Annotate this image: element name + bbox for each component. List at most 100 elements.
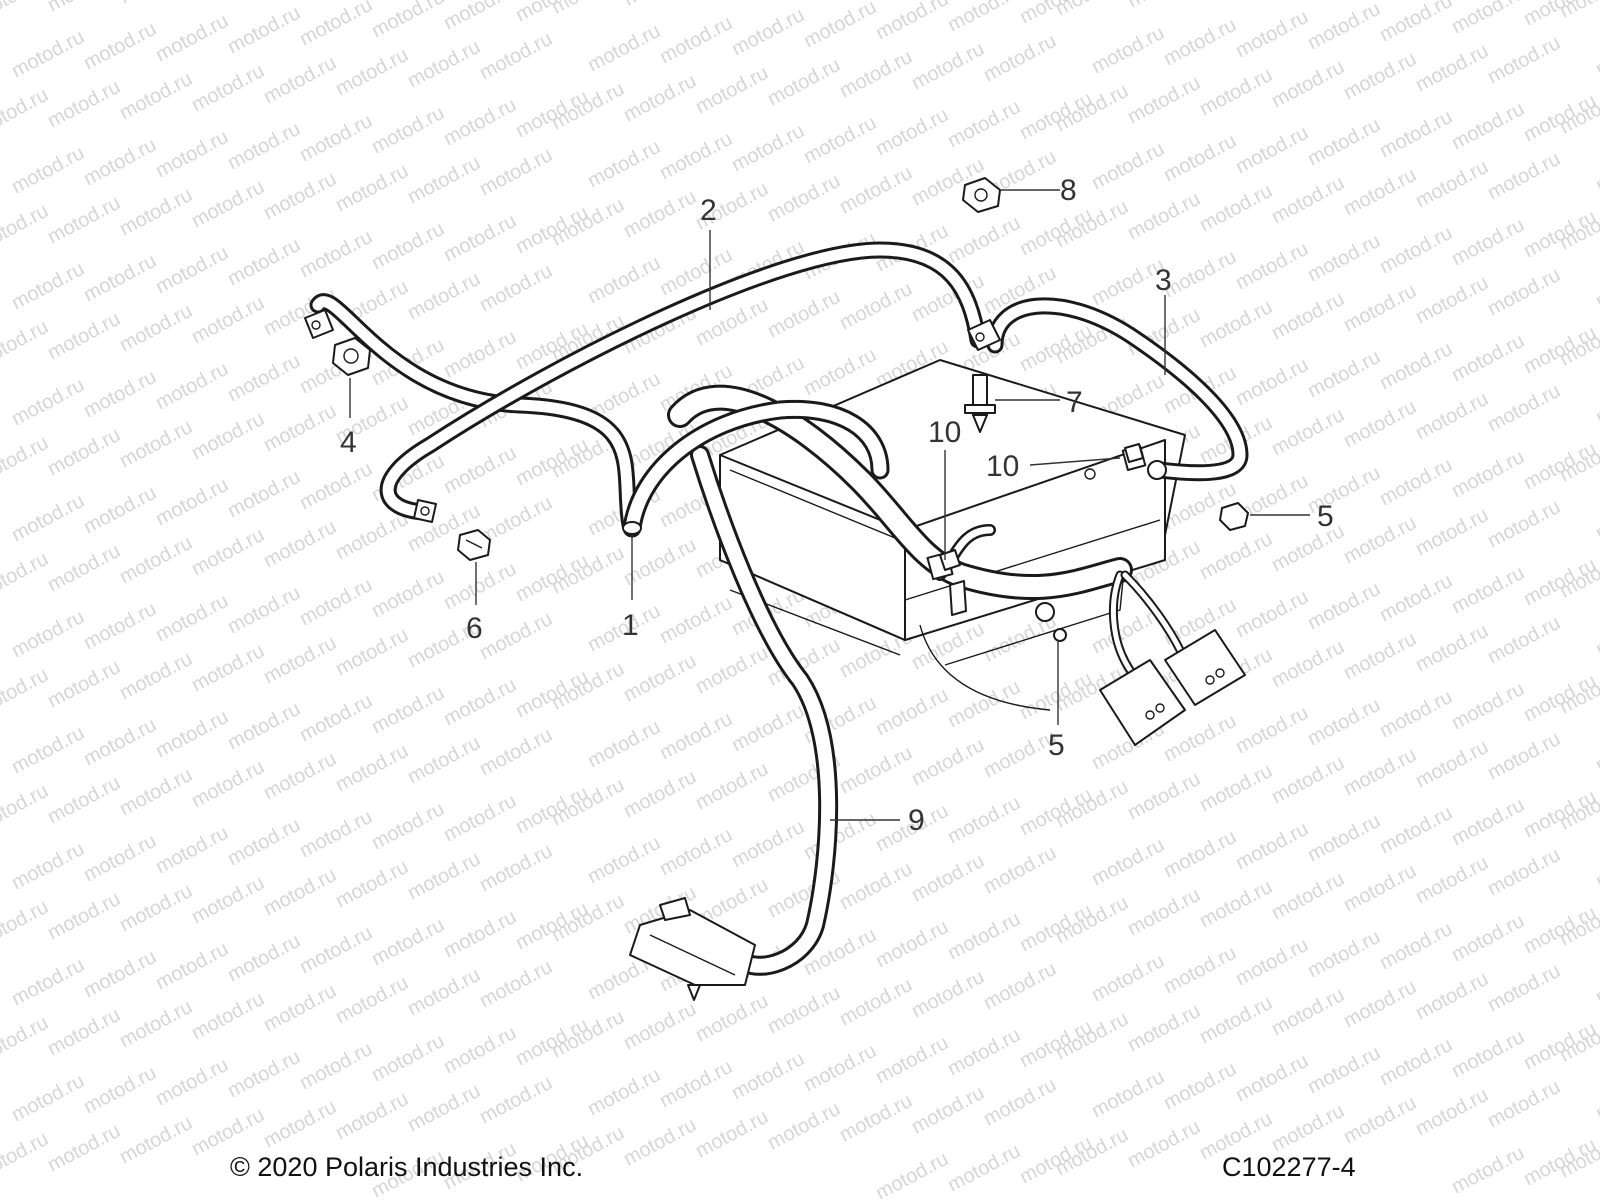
watermark-text: motod.ru [620,650,700,706]
watermark-text: motod.ru [80,18,160,74]
stud-7 [964,374,996,433]
watermark-text: motod.ru [332,1088,412,1144]
watermark-text: motod.ru [584,252,664,308]
watermark-text: motod.ru [836,162,916,218]
watermark-text: motod.ru [872,916,952,972]
watermark-text: motod.ru [1196,876,1276,932]
watermark-text: motod.ru [224,698,304,754]
watermark-text: motod.ru [728,816,808,872]
connector-9 [629,897,756,1001]
watermark-text: motod.ru [1448,562,1528,618]
watermark-text: motod.ru [404,36,484,92]
watermark-text: motod.ru [620,186,700,242]
watermark-text: motod.ru [368,102,448,158]
watermark-text: motod.ru [800,1040,880,1096]
watermark-text: motod.ru [8,1070,88,1126]
watermark-text: motod.ru [1304,346,1384,402]
watermark-text: motod.ru [1196,528,1276,584]
watermark-text: motod.ru [116,880,196,936]
watermark-text: motod.ru [404,1080,484,1136]
watermark-text: motod.ru [656,12,736,68]
watermark-text: motod.ru [1304,0,1384,54]
watermark-text: motod.ru [620,0,700,10]
watermark-text: motod.ru [1124,1000,1204,1056]
watermark-text: motod.ru [1196,992,1276,1048]
watermark-text: motod.ru [1160,826,1240,882]
watermark-text: motod.ru [1340,164,1420,220]
watermark-text: motod.ru [80,366,160,422]
watermark-text: motod.ru [188,408,268,464]
watermark-text: motod.ru [1268,868,1348,924]
watermark-text: motod.ru [8,490,88,546]
watermark-text: motod.ru [836,742,916,798]
watermark-text: motod.ru [1304,1042,1384,1098]
watermark-text: motod.ru [404,848,484,904]
watermark-text: motod.ru [188,872,268,928]
watermark-text: motod.ru [1376,802,1456,858]
watermark-text: motod.ru [1124,1116,1204,1172]
watermark-text: motod.ru [8,954,88,1010]
watermark-text: motod.ru [1448,98,1528,154]
watermark-text: motod.ru [1268,56,1348,112]
watermark-text: motod.ru [908,966,988,1022]
watermark-text: motod.ru [188,60,268,116]
watermark-text: motod.ru [260,400,340,456]
watermark-text: motod.ru [1268,1100,1348,1156]
watermark-text: motod.ru [764,170,844,226]
watermark-text: motod.ru [80,134,160,190]
watermark-text: motod.ru [152,822,232,878]
watermark-text: motod.ru [440,1022,520,1078]
watermark-text: motod.ru [1268,288,1348,344]
watermark-text: motod.ru [1376,0,1456,46]
watermark-text: motod.ru [1376,454,1456,510]
watermark-text: motod.ru [1088,950,1168,1006]
watermark-text: motod.ru [8,142,88,198]
watermark-text: motod.ru [1124,188,1204,244]
watermark-text: motod.ru [44,772,124,828]
watermark-text: motod.ru [584,1064,664,1120]
watermark-text: motod.ru [1448,910,1528,966]
watermark-text: motod.ru [1088,22,1168,78]
watermark-text: motod.ru [296,226,376,282]
watermark-text: motod.ru [1340,744,1420,800]
watermark-text: motod.ru [692,990,772,1046]
watermark-text: motod.ru [44,656,124,712]
watermark-text: motod.ru [332,972,412,1028]
watermark-text: motod.ru [764,54,844,110]
watermark-text: motod.ru [836,858,916,914]
watermark-text: motod.ru [80,250,160,306]
watermark-text: motod.ru [584,136,664,192]
watermark-text: motod.ru [872,0,952,44]
cable-1 [622,399,890,538]
watermark-text: motod.ru [44,1120,124,1176]
watermark-text: motod.ru [764,286,844,342]
watermark-text: motod.ru [296,1038,376,1094]
watermark-text: motod.ru [80,482,160,538]
watermark-text: motod.ru [1376,918,1456,974]
watermark-text: motod.ru [764,982,844,1038]
watermark-text: motod.ru [404,732,484,788]
bolt-5-right [1219,502,1249,531]
watermark-text: motod.ru [1304,230,1384,286]
watermark-text: motod.ru [1592,256,1600,312]
watermark-text: motod.ru [1484,1076,1564,1132]
watermark-text: motod.ru [116,648,196,704]
watermark-text: motod.ru [656,824,736,880]
watermark-text: motod.ru [296,806,376,862]
watermark-text: motod.ru [1232,702,1312,758]
watermark-text: motod.ru [440,674,520,730]
watermark-text: motod.ru [8,722,88,778]
watermark-text: motod.ru [1412,1084,1492,1140]
watermark-text: motod.ru [1304,694,1384,750]
watermark-text: motod.ru [1160,942,1240,998]
drawing-number: C102277-4 [1222,1152,1356,1182]
watermark-text: motod.ru [1196,64,1276,120]
clip-10-right [1124,443,1144,463]
watermark-text: motod.ru [1268,984,1348,1040]
watermark-text: motod.ru [692,1106,772,1162]
watermark-text: motod.ru [1592,1068,1600,1124]
watermark-text: motod.ru [188,524,268,580]
watermark-text: motod.ru [188,756,268,812]
watermark-text: motod.ru [1160,14,1240,70]
